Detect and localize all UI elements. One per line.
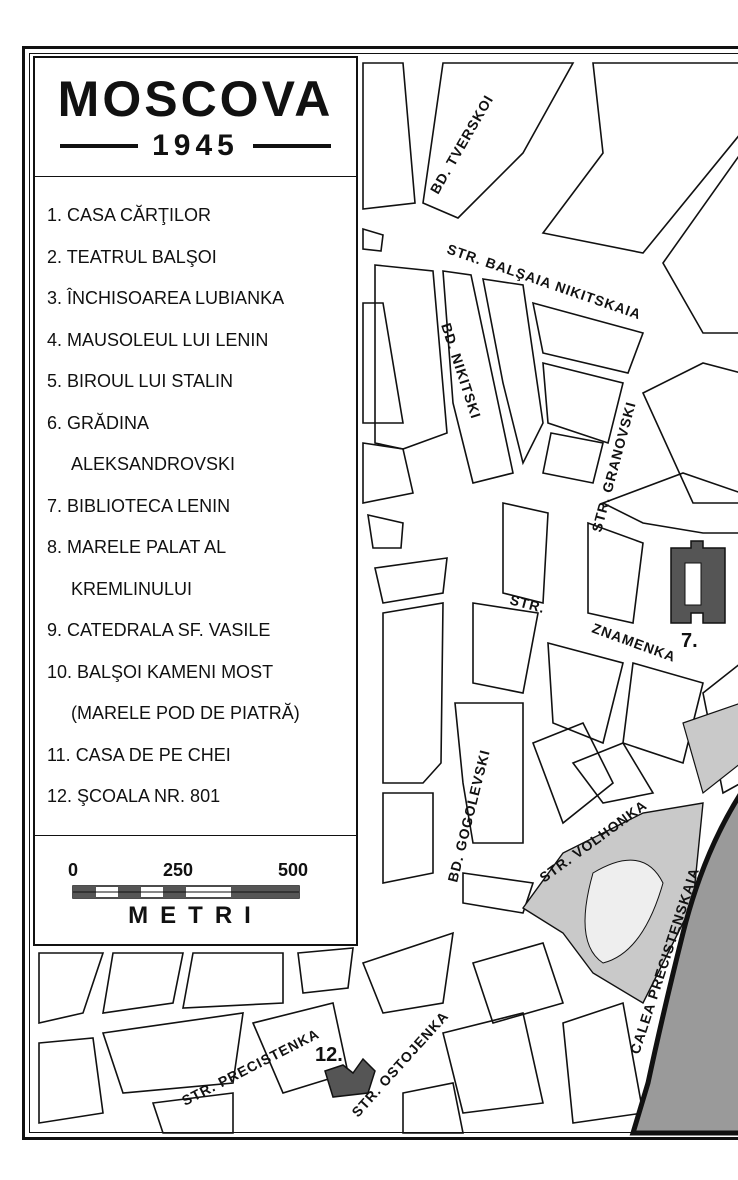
scale-label-250: 250 xyxy=(163,860,193,880)
year-row: 1945 xyxy=(35,130,356,162)
legend-item: 2. TEATRUL BALŞOI xyxy=(47,246,217,267)
street-map: BD. TVERSKOI STR. BALŞAIA NIKITSKAIA BD.… xyxy=(38,62,738,1136)
year-rule-left xyxy=(60,144,139,148)
legend-item: 4. MAUSOLEUL LUI LENIN xyxy=(47,329,269,350)
marker-12: 12. xyxy=(315,1044,343,1066)
legend-item: 8. MARELE PALAT AL xyxy=(47,537,227,557)
legend-list: 1. CASA CĂRŢILOR 2. TEATRUL BALŞOI 3. ÎN… xyxy=(35,177,356,818)
moskva-river xyxy=(629,793,738,1136)
lenin-library-court xyxy=(684,562,702,606)
title-box: MOSCOVA 1945 xyxy=(35,58,356,177)
legend-item: 9. CATEDRALA SF. VASILE xyxy=(47,620,271,640)
scale-unit: METRI xyxy=(128,902,263,929)
park-inner xyxy=(584,859,664,964)
legend-panel: MOSCOVA 1945 1. CASA CĂRŢILOR 2. TEATRUL… xyxy=(33,56,358,946)
legend-item: 5. BIROUL LUI STALIN xyxy=(47,371,234,391)
legend-item: 1. CASA CĂRŢILOR xyxy=(47,205,212,225)
legend-item: 6. GRĂDINA xyxy=(47,412,150,433)
map-year: 1945 xyxy=(152,129,239,162)
legend-item-continuation: KREMLINULUI xyxy=(71,578,193,599)
scale-bar: 0 250 500 xyxy=(68,860,308,899)
legend-item-continued: (MARELE POD DE PIATRĂ) xyxy=(47,693,356,735)
street-balsaia-nikitskaia: STR. BALŞAIA NIKITSKAIA xyxy=(445,241,644,323)
street-precistenka: STR. PRECISTENKA xyxy=(179,1025,322,1108)
street-bd-gogolevski: BD. GOGOLEVSKI xyxy=(444,748,492,884)
legend-item: 12. ŞCOALA NR. 801 xyxy=(47,786,221,806)
legend-item: 3. ÎNCHISOAREA LUBIANKA xyxy=(47,288,285,308)
legend-item-continuation: (MARELE POD DE PIATRĂ) xyxy=(71,703,300,723)
legend-item-continued: ALEKSANDROVSKI xyxy=(47,444,356,486)
legend-item: 11. CASA DE PE CHEI xyxy=(47,744,231,765)
street-str-label: STR. xyxy=(508,591,547,616)
legend-item-continued: KREMLINULUI xyxy=(47,569,356,611)
scale-label-0: 0 xyxy=(68,860,78,880)
school-801-building xyxy=(324,1057,376,1098)
map-title: MOSCOVA xyxy=(57,71,334,127)
legend-item-continuation: ALEKSANDROVSKI xyxy=(71,454,236,474)
scale-label-500: 500 xyxy=(278,860,308,880)
marker-7: 7. xyxy=(681,630,698,652)
scale-box: 0 250 500 METRI xyxy=(35,835,356,944)
year-rule-right xyxy=(252,144,331,148)
park-area-2 xyxy=(682,703,738,795)
legend-item: 10. BALŞOI KAMENI MOST xyxy=(47,661,274,682)
legend-item: 7. BIBLIOTECA LENIN xyxy=(47,495,231,516)
